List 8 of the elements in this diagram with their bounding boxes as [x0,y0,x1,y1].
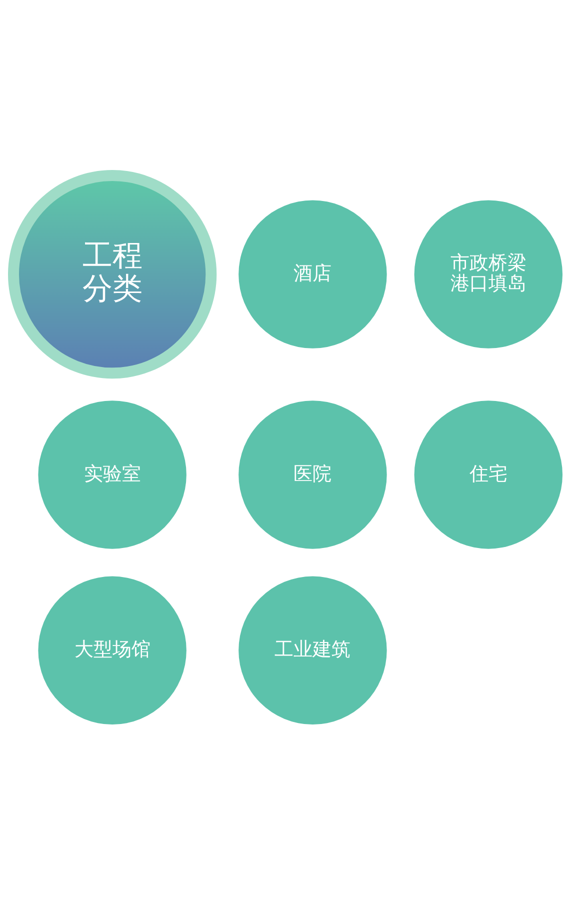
node-circle: 住宅 [414,400,562,549]
node-circle: 实验室 [38,400,186,549]
node-circle: 市政桥梁港口填岛 [414,200,562,348]
node-circle: 工业建筑 [238,576,387,724]
node-circle: 酒店 [238,200,387,348]
node-circle: 大型场馆 [38,576,186,724]
node-circle: 医院 [238,400,387,549]
node-circle: 工程分类 [8,170,217,379]
